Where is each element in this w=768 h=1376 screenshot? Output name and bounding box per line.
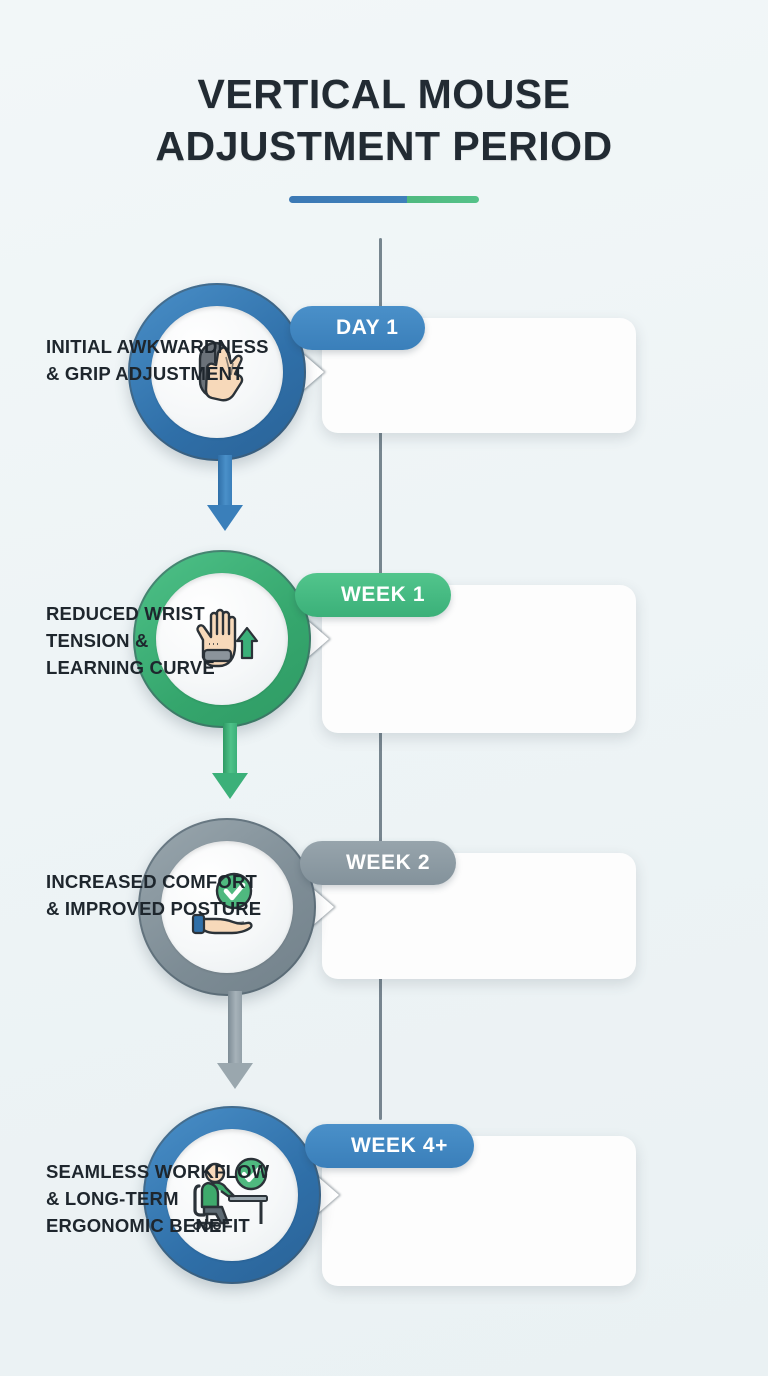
arrow-week2-to-week4 — [217, 991, 253, 1091]
arrow-head — [212, 773, 248, 799]
step-medallion — [143, 1106, 321, 1284]
open-palm-check-icon — [161, 841, 293, 973]
arrow-stem — [223, 723, 237, 773]
page-title: VERTICAL MOUSE ADJUSTMENT PERIOD — [0, 68, 768, 203]
description-line: LEARNING CURVE — [46, 657, 215, 678]
description-line: INCREASED COMFORT — [46, 871, 258, 892]
title-line-2: ADJUSTMENT PERIOD — [155, 123, 613, 170]
step-badge: WEEK 1 — [295, 573, 452, 617]
step-badge: DAY 1 — [290, 306, 425, 350]
step-medallion — [138, 818, 316, 996]
description-line: REDUCED WRIST — [46, 603, 205, 624]
step-badge-label: WEEK 4+ — [351, 1134, 448, 1157]
step-badge: WEEK 2 — [300, 841, 457, 885]
step-medallion — [133, 550, 311, 728]
description-line: & LONG-TERM — [46, 1188, 179, 1209]
arrow-stem — [228, 991, 242, 1063]
step-medallion — [128, 283, 306, 461]
description-line: ERGONOMIC BENEFIT — [46, 1215, 250, 1236]
step-badge-label: DAY 1 — [336, 316, 399, 339]
step-description: SEAMLESS WORKFLOW & LONG-TERM ERGONOMIC … — [46, 1158, 752, 1239]
step-badge-label: WEEK 2 — [346, 851, 431, 874]
arrow-head — [217, 1063, 253, 1089]
step-badge-label: WEEK 1 — [341, 583, 426, 606]
step-description: INITIAL AWKWARDNESS & GRIP ADJUSTMENT — [46, 333, 752, 387]
arrow-week1-to-week2 — [212, 723, 248, 801]
step-description: REDUCED WRIST TENSION & LEARNING CURVE — [46, 600, 752, 681]
title-underline-rule — [289, 196, 479, 203]
person-at-desk-check-icon — [166, 1129, 298, 1261]
description-line: TENSION & — [46, 630, 149, 651]
arrow-day1-to-week1 — [207, 455, 243, 533]
open-hand-wristband-up-arrow-icon — [156, 573, 288, 705]
step-description: INCREASED COMFORT & IMPROVED POSTURE — [46, 868, 752, 922]
description-line: & GRIP ADJUSTMENT — [46, 363, 244, 384]
arrow-head — [207, 505, 243, 531]
description-line: INITIAL AWKWARDNESS — [46, 336, 269, 357]
description-line: SEAMLESS WORKFLOW — [46, 1161, 270, 1182]
description-line: & IMPROVED POSTURE — [46, 898, 262, 919]
arrow-stem — [218, 455, 232, 505]
hand-on-mouse-icon — [151, 306, 283, 438]
title-line-1: VERTICAL MOUSE — [197, 71, 571, 117]
step-badge: WEEK 4+ — [305, 1124, 474, 1168]
